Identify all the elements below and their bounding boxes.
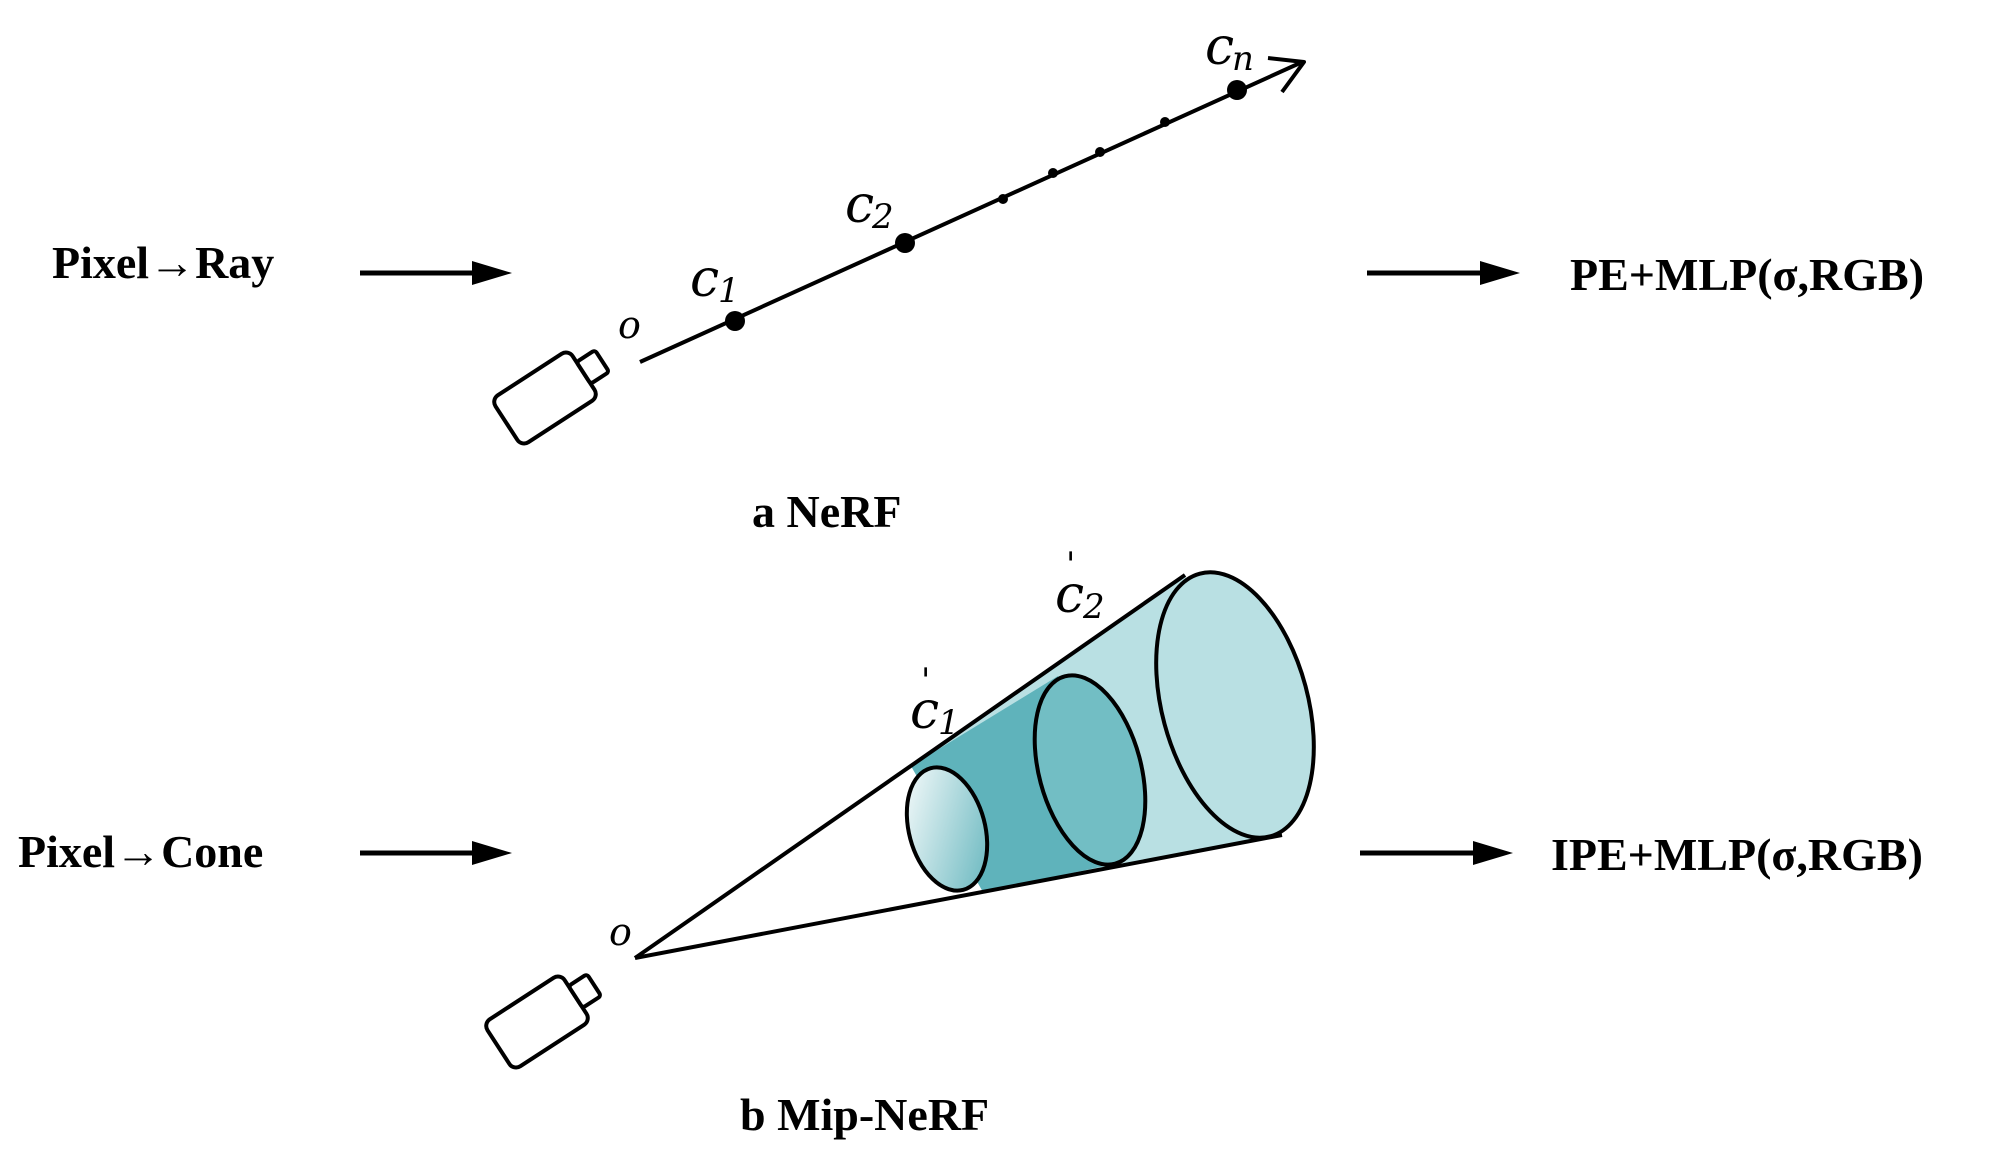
output-arrow-a (1367, 261, 1520, 285)
pe-mlp-label: PE+MLP(σ,RGB) (1570, 249, 1924, 300)
pixel-to-ray-label: Pixel→Ray (52, 237, 274, 288)
caption-mipnerf: b Mip-NeRF (740, 1089, 989, 1140)
origin-label-a: o (618, 303, 641, 347)
svg-text:2: 2 (871, 197, 894, 237)
svg-text:c: c (1205, 17, 1234, 77)
svg-text:n: n (1232, 39, 1254, 79)
sample-point (1095, 147, 1105, 157)
svg-text:': ' (921, 661, 930, 701)
cone-frustum (633, 570, 1316, 960)
svg-text:1: 1 (938, 703, 960, 743)
panel-b-mipnerf: Pixel→Cone o c ' (18, 545, 1923, 1140)
ray-line (639, 56, 1306, 364)
sample-label-c1: c 1 (690, 249, 740, 311)
sample-label-c1-prime: c ' 1 (910, 661, 960, 743)
sample-label-c2-prime: c ' 2 (1055, 545, 1105, 627)
svg-text:c: c (1055, 565, 1084, 625)
svg-text:c: c (690, 249, 719, 309)
input-arrow-b (360, 841, 512, 865)
sample-point (998, 194, 1008, 204)
sample-point-c1 (725, 311, 745, 331)
svg-text:2: 2 (1082, 587, 1105, 627)
sample-point (1160, 117, 1170, 127)
svg-text:': ' (1066, 545, 1075, 585)
camera-icon (492, 349, 610, 446)
sample-label-cn: c n (1205, 17, 1254, 79)
svg-text:1: 1 (718, 271, 740, 311)
sample-point (1048, 168, 1058, 178)
pixel-to-cone-label: Pixel→Cone (18, 826, 263, 877)
sample-label-c2: c 2 (845, 175, 894, 237)
input-arrow-a (360, 261, 512, 285)
ipe-mlp-label: IPE+MLP(σ,RGB) (1551, 829, 1923, 880)
output-arrow-b (1360, 841, 1513, 865)
origin-label-b: o (609, 910, 632, 954)
panel-a-nerf: Pixel→Ray o c 1 c 2 (52, 17, 1924, 537)
sample-point-c2 (895, 233, 915, 253)
caption-nerf: a NeRF (752, 486, 901, 537)
sample-point-cn (1227, 80, 1247, 100)
svg-text:c: c (845, 175, 874, 235)
svg-text:c: c (910, 681, 939, 741)
camera-icon (484, 973, 602, 1070)
